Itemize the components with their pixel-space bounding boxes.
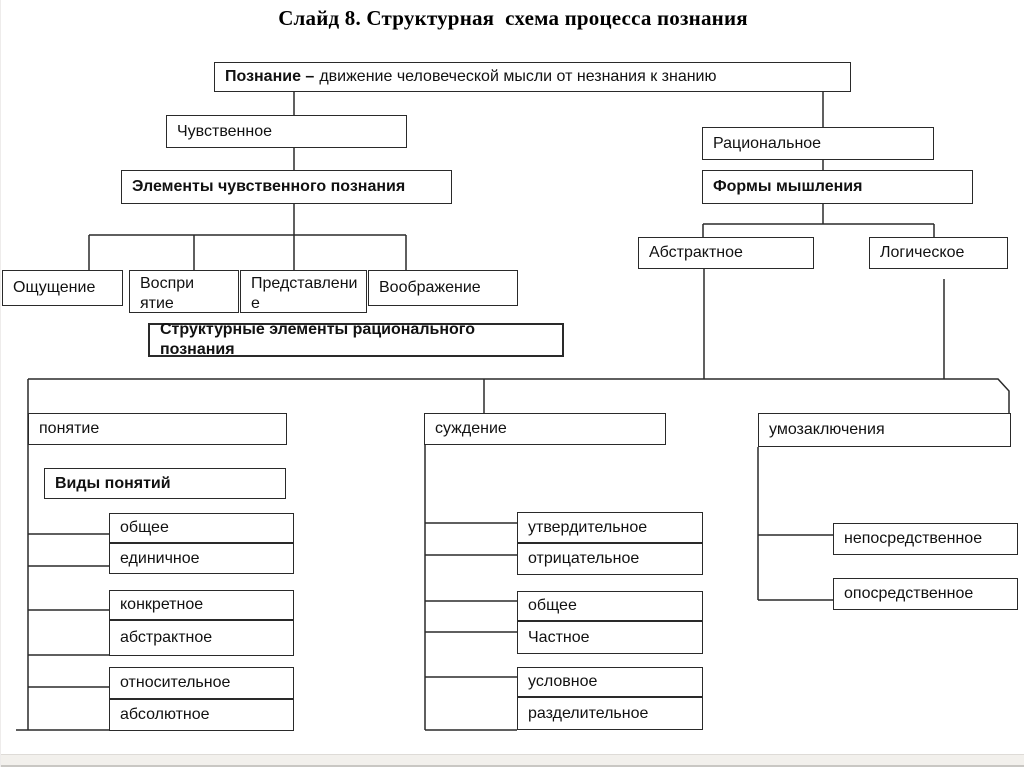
node-judgment-conditional: условное xyxy=(517,667,703,697)
node-judgment-particular: Частное xyxy=(517,621,703,654)
node-concept-general: общее xyxy=(109,513,294,543)
node-concept-abstract: абстрактное xyxy=(109,620,294,656)
slide-title: Слайд 8. Структурная схема процесса позн… xyxy=(278,6,748,30)
cognition-term: Познание – xyxy=(225,68,315,85)
connector-forms-drops xyxy=(702,224,935,237)
node-concept-absolute: абсолютное xyxy=(109,699,294,731)
connector-inference-rungs xyxy=(758,534,833,601)
node-representation: Представлени е xyxy=(240,270,367,313)
node-logical-form: Логическое xyxy=(869,237,1008,269)
node-sensory-elements-header: Элементы чувственного познания xyxy=(121,170,452,204)
node-imagination: Воображение xyxy=(368,270,518,306)
node-concept-kinds-header: Виды понятий xyxy=(44,468,286,499)
connector-concept-rungs xyxy=(16,533,109,731)
node-perception: Воспри ятие xyxy=(129,270,239,313)
node-rational-branch: Рациональное xyxy=(702,127,934,160)
node-concept-singular: единичное xyxy=(109,543,294,574)
node-inference-immediate: непосредственное xyxy=(833,523,1018,555)
node-rational-elements-header: Структурные элементы рационального позна… xyxy=(148,321,564,358)
node-sensory-branch: Чувственное xyxy=(166,115,407,148)
node-inference-mediated: опосредственное xyxy=(833,578,1018,610)
node-concept-relative: относительное xyxy=(109,667,294,699)
node-judgment-affirmative: утвердительное xyxy=(517,512,703,543)
cognition-definition-text: движение человеческой мысли от незнания … xyxy=(319,68,717,85)
node-concept-concrete: конкретное xyxy=(109,590,294,620)
node-judgment-negative: отрицательное xyxy=(517,543,703,575)
connector-main-band xyxy=(28,378,1010,414)
connector-judgment-rungs xyxy=(425,522,517,731)
connector-sensory-element-drops xyxy=(88,235,407,270)
node-judgment-general: общее xyxy=(517,591,703,621)
node-abstract-form: Абстрактное xyxy=(638,237,814,269)
node-concept: понятие xyxy=(28,413,287,445)
node-judgment-disjunctive: разделительное xyxy=(517,697,703,730)
node-cognition-definition: Познание – движение человеческой мысли о… xyxy=(214,62,851,92)
node-inference: умозаключения xyxy=(758,413,1011,447)
node-thinking-forms-header: Формы мышления xyxy=(702,170,973,204)
node-sensation: Ощущение xyxy=(2,270,123,306)
node-judgment: суждение xyxy=(424,413,666,445)
slide-bottom-edge xyxy=(1,754,1024,767)
